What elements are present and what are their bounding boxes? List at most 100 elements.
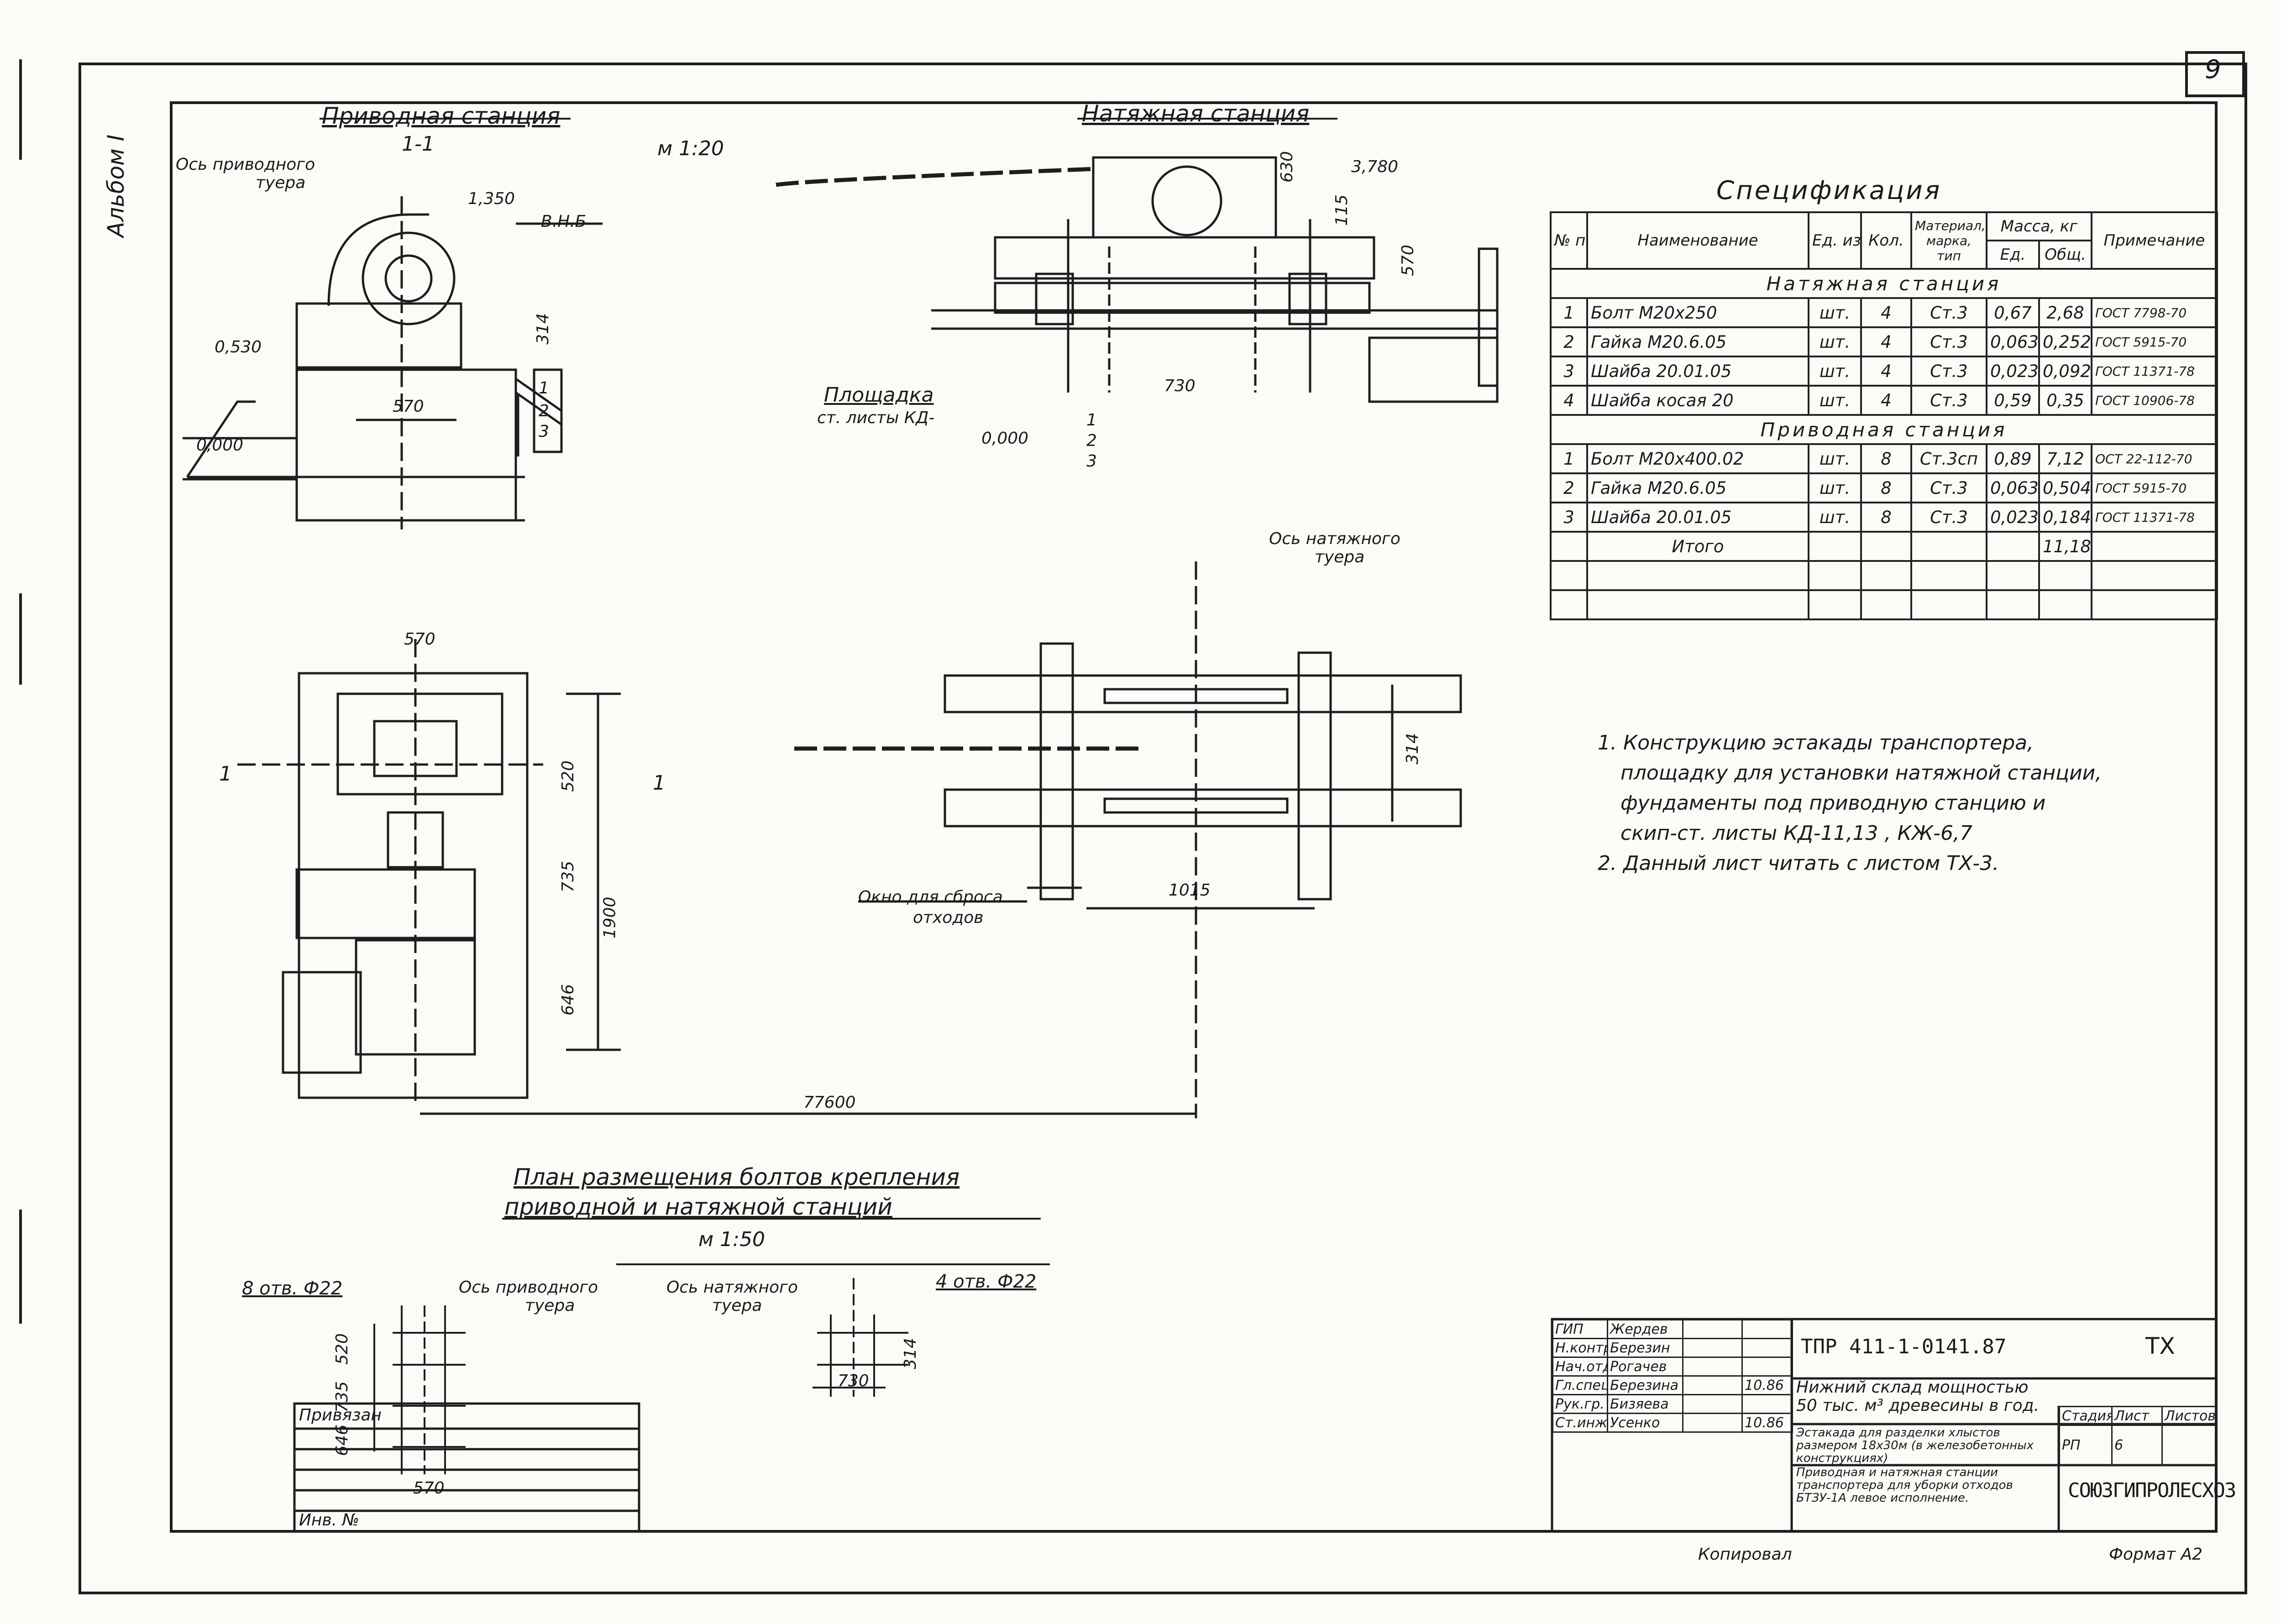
- spec-title: Спецификация: [1716, 176, 1942, 205]
- cell-unit: шт.: [1808, 443, 1862, 474]
- bolt-plan-tension-axis-2: туера: [712, 1296, 762, 1315]
- cell-note: ГОСТ 7798-70: [2091, 297, 2218, 328]
- tension-callout-3: 3: [1086, 452, 1097, 471]
- spec-table: № поз. Наименование Ед. изм. Кол. Матери…: [1550, 211, 2218, 620]
- plan-dim-314: 314: [1403, 733, 1422, 765]
- role-cell: Рук.гр.: [1552, 1394, 1608, 1414]
- cell-material: Ст.3: [1910, 502, 1987, 533]
- cell-mass-unit: 0,67: [1986, 297, 2040, 328]
- role-name: Бизяева: [1607, 1394, 1683, 1414]
- spec-section-drive: Приводная станция: [1550, 414, 2218, 445]
- inner-frame: [170, 101, 2218, 1533]
- document-mark: ТХ: [2145, 1333, 2175, 1359]
- cell-name: Болт М20х400.02: [1586, 443, 1809, 474]
- dim-730-tension: 730: [1164, 377, 1196, 395]
- cell-note: ГОСТ 5915-70: [2091, 326, 2218, 357]
- spec-section-tension: Натяжная станция: [1550, 268, 2218, 299]
- section-1-1: 1-1: [402, 132, 435, 156]
- note-line: 1. Конструкцию эстакады транспортера,: [1598, 731, 2034, 754]
- cell-pos: 2: [1550, 472, 1588, 503]
- cell-qty: 8: [1860, 502, 1912, 533]
- role-date: 10.86: [1741, 1375, 1793, 1395]
- inv-label: Инв. №: [299, 1511, 360, 1530]
- spec-header-unit: Ед. изм.: [1808, 211, 1862, 270]
- bolt-plan-drive-axis-1: Ось приводного: [459, 1278, 598, 1297]
- object-name: Нижний склад мощностью 50 тыс. м³ древес…: [1796, 1378, 2040, 1415]
- role-cell: Нач.отд.: [1552, 1357, 1608, 1377]
- privyazan-label: Привязан: [299, 1406, 382, 1425]
- platform-label-2: ст. листы КД-: [817, 409, 935, 427]
- plan-dim-570: 570: [404, 630, 435, 649]
- bolt-plan-d570: 570: [413, 1479, 445, 1498]
- bolt-plan-holes-8: 8 отв. Ф22: [242, 1278, 343, 1299]
- bolt-plan-scale: м 1:50: [698, 1228, 765, 1251]
- sheets-header: Листов: [2161, 1406, 2218, 1426]
- callout-1: 1: [539, 379, 549, 398]
- cell-name: Шайба 20.01.05: [1586, 356, 1809, 387]
- tension-axis-label-2: туера: [1315, 548, 1365, 566]
- cell-note: ОСТ 22-112-70: [2091, 443, 2218, 474]
- table-row: 4 Шайба косая 20 шт. 4 Ст.3 0,59 0,35 ГО…: [1550, 385, 2218, 416]
- drive-section-view: [183, 196, 603, 529]
- cell-name: Гайка М20.6.05: [1586, 472, 1809, 503]
- cell-mass-total: 0,252: [2038, 326, 2092, 357]
- cell-mass-total: 0,184: [2038, 502, 2092, 533]
- platform-label-1: Площадка: [824, 383, 934, 407]
- plan-dim-1015: 1015: [1169, 881, 1211, 900]
- bolt-plan-title-2: приводной и натяжной станций: [504, 1194, 892, 1220]
- cell-note: ГОСТ 11371-78: [2091, 356, 2218, 387]
- dim-570-tension: 570: [1398, 245, 1417, 276]
- dim-115: 115: [1332, 194, 1351, 226]
- cell-mass-total: 0,35: [2038, 385, 2092, 416]
- cell-material: Ст.3сп: [1910, 443, 1987, 474]
- dim-0530: 0,530: [215, 338, 262, 356]
- bolt-plan: [373, 1278, 908, 1474]
- plan-dim-77600: 77600: [803, 1093, 856, 1112]
- role-name: Рогачев: [1607, 1357, 1683, 1377]
- dim-3780: 3,780: [1351, 157, 1399, 176]
- spec-header-name: Наименование: [1586, 211, 1809, 270]
- cell-mass-unit: 0,89: [1986, 443, 2040, 474]
- cell-mass-total: 0,092: [2038, 356, 2092, 387]
- dim-630: 630: [1277, 151, 1296, 183]
- plan-dim-735: 735: [558, 861, 577, 892]
- cell-qty: 4: [1860, 385, 1912, 416]
- bolt-plan-d314: 314: [901, 1338, 920, 1369]
- spec-header-mass: Масса, кг: [1986, 211, 2092, 241]
- cell-qty: 4: [1860, 297, 1912, 328]
- cell-unit: шт.: [1808, 472, 1862, 503]
- table-row: 3 Шайба 20.01.05 шт. 4 Ст.3 0,023 0,092 …: [1550, 356, 2218, 387]
- cell-material: Ст.3: [1910, 297, 1987, 328]
- dim-1350: 1,350: [468, 189, 515, 208]
- cell-material: Ст.3: [1910, 385, 1987, 416]
- bolt-plan-title-1: План размещения болтов крепления: [514, 1164, 960, 1190]
- drive-station-title: Приводная станция: [322, 103, 561, 129]
- note-line: фундаменты под приводную станцию и: [1620, 791, 2046, 815]
- sheet-number: 9: [2205, 55, 2221, 84]
- table-row: 3 Шайба 20.01.05 шт. 8 Ст.3 0,023 0,184 …: [1550, 502, 2218, 533]
- sheet-header: Лист: [2111, 1406, 2163, 1426]
- scale-1-20: м 1:20: [657, 137, 724, 160]
- cell-unit: шт.: [1808, 326, 1862, 357]
- role-name: Березин: [1607, 1338, 1683, 1358]
- role-row: Н.контр.Березин: [1552, 1338, 1793, 1358]
- cell-unit: шт.: [1808, 297, 1862, 328]
- role-cell: Гл.спец.: [1552, 1375, 1608, 1395]
- cell-mass-total: 0,504: [2038, 472, 2092, 503]
- role-row: Рук.гр.Бизяева: [1552, 1394, 1793, 1414]
- table-row: 1 Болт М20х400.02 шт. 8 Ст.3сп 0,89 7,12…: [1550, 443, 2218, 474]
- bolt-plan-tension-axis-1: Ось натяжного: [666, 1278, 798, 1297]
- spec-header-material: Материал, марка, тип: [1910, 211, 1987, 270]
- cell-mass-unit: 0,063: [1986, 326, 2040, 357]
- spec-header-mass-total: Общ.: [2038, 240, 2092, 270]
- bolt-plan-d520: 520: [332, 1333, 351, 1365]
- spec-total-label: Итого: [1586, 531, 1809, 562]
- cell-mass-unit: 0,023: [1986, 356, 2040, 387]
- cell-unit: шт.: [1808, 356, 1862, 387]
- window-label-2: отходов: [913, 908, 984, 927]
- tension-callout-1: 1: [1086, 411, 1097, 430]
- callout-2: 2: [539, 402, 549, 420]
- role-name: Жердев: [1607, 1319, 1683, 1339]
